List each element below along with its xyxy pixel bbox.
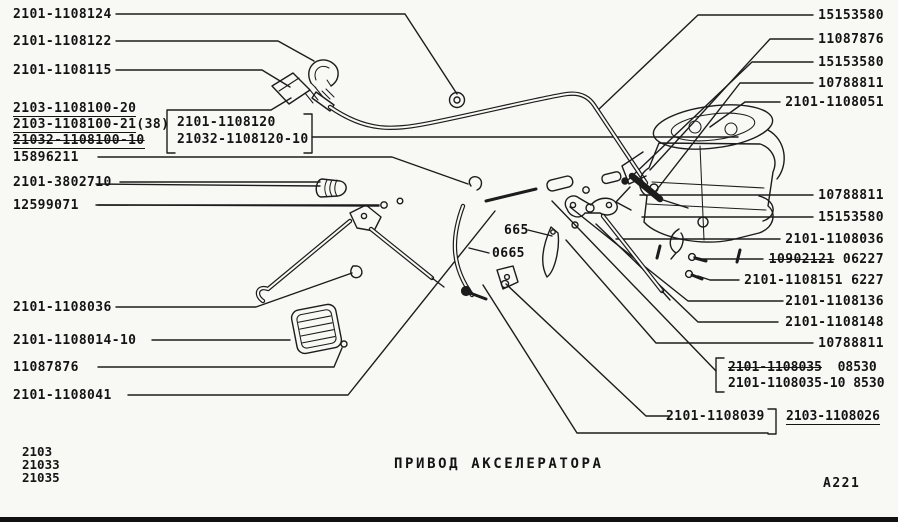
- washer: [396, 197, 404, 205]
- linkage-rods: [95, 178, 404, 209]
- model-code: 21033: [22, 457, 60, 473]
- part-label: 2101-1108036: [785, 232, 884, 247]
- part-label: 2101-1108151 6227: [744, 273, 884, 288]
- part-label: 12599071: [13, 198, 79, 213]
- carburetor: [615, 104, 785, 281]
- figure-code: A221: [823, 476, 861, 491]
- part-label: 10902121 06227: [768, 252, 884, 267]
- part-label: 0665: [492, 246, 525, 261]
- part-label: 2101-1108035 08530: [728, 360, 877, 375]
- model-codes: 2103 21033 21035: [22, 444, 60, 486]
- leader-lines-right: [482, 14, 814, 434]
- part-label: 2101-1108115: [13, 63, 112, 78]
- pedal-pad: [290, 303, 343, 355]
- clevis: [349, 204, 382, 232]
- part-label: 2101-1108120: [177, 115, 276, 130]
- part-label: 2101-1108041: [13, 388, 112, 403]
- part-label: 2101-1108039: [666, 409, 765, 424]
- alt-part-bracket: [715, 357, 777, 435]
- part-label: 10788811: [818, 76, 884, 91]
- part-label: 2101-1108124: [13, 7, 112, 22]
- part-label: 2103-1108100-21(38): [13, 117, 170, 133]
- choke-lever: [615, 186, 632, 211]
- rubber-bushing: [315, 178, 347, 198]
- part-label: 21032-1108100-10: [13, 133, 145, 149]
- part-label: 15153580: [818, 55, 884, 70]
- lever-nut: [571, 221, 579, 229]
- throttle-lever: [621, 151, 647, 185]
- diagram-title: ПРИВОД АКСЕЛЕРАТОРА: [394, 456, 604, 472]
- leader-lines-left: [97, 13, 496, 396]
- part-label: 665: [504, 223, 529, 238]
- part-label: 2101-1108122: [13, 34, 112, 49]
- return-spring: [669, 228, 684, 260]
- pedal-rod: [255, 204, 445, 304]
- bushing-sleeve: [546, 175, 574, 192]
- part-label: 2101-1108036: [13, 300, 112, 315]
- part-label: 2101-1108148: [785, 315, 884, 330]
- pivot-nut: [500, 279, 510, 289]
- model-code: 21035: [22, 470, 60, 486]
- washer: [380, 201, 388, 209]
- bottom-scan-edge: [0, 517, 898, 522]
- part-label: 2103-1108026: [786, 409, 880, 425]
- part-label: 2101-1108014-10: [13, 333, 137, 348]
- fuel-pipe: [767, 129, 785, 180]
- part-label: 11087876: [818, 32, 884, 47]
- fasteners: [546, 171, 629, 194]
- intermediate-rod: [600, 213, 671, 301]
- part-label: 2101-1108136: [785, 294, 884, 309]
- pedal-assembly: [452, 176, 538, 301]
- return-spring-small: [350, 265, 363, 279]
- part-label: 2103-1108100-20: [13, 101, 137, 117]
- part-label: 15153580: [818, 210, 884, 225]
- sector-lever: [541, 226, 560, 278]
- model-code: 2103: [22, 444, 53, 459]
- cable-box-bracket: [166, 97, 739, 154]
- retaining-clip: [468, 176, 483, 191]
- part-label: 21032-1108120-10: [177, 132, 309, 147]
- relay-lever: [564, 195, 618, 229]
- cable-nut: [448, 91, 466, 109]
- part-label: 15896211: [13, 150, 79, 165]
- throttle-cable: [271, 59, 689, 209]
- part-label: 11087876: [13, 360, 79, 375]
- part-label: 2101-1108051: [785, 95, 884, 110]
- part-label: 2101-3802710: [13, 175, 112, 190]
- part-label: 15153580: [818, 8, 884, 23]
- part-label: 10788811: [818, 336, 884, 351]
- spacer: [601, 171, 622, 185]
- pivot-bolt: [460, 285, 472, 297]
- part-label: 2101-1108035-10 8530: [728, 376, 885, 391]
- pad-screw: [340, 340, 348, 348]
- part-label: 10788811: [818, 188, 884, 203]
